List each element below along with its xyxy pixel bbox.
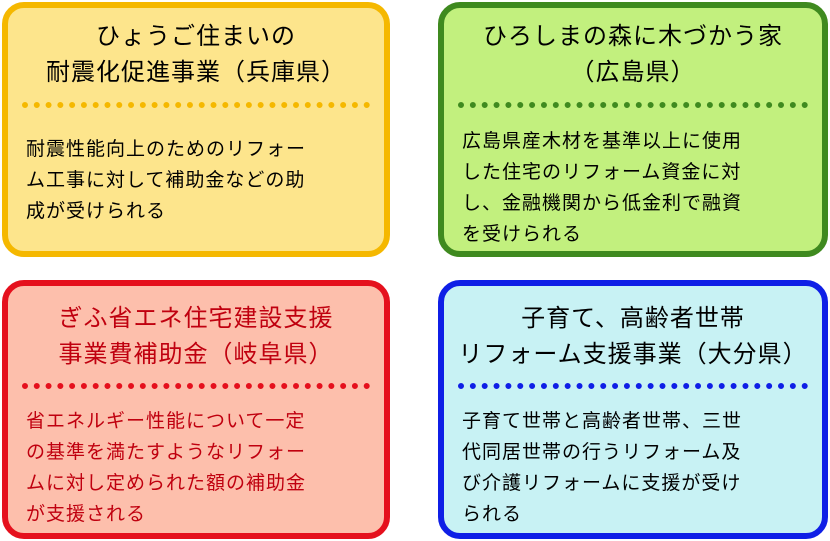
gifu-program-card: ぎふ省エネ住宅建設支援 事業費補助金（岐阜県） 省エネルギー性能について一定 の… bbox=[2, 280, 390, 539]
dotted-divider bbox=[458, 383, 808, 389]
card-description: 省エネルギー性能について一定 の基準を満たすようなリフォー ムに対し定められた額… bbox=[26, 410, 307, 525]
dotted-divider bbox=[22, 102, 370, 108]
dotted-divider bbox=[458, 102, 808, 108]
card-title: ひょうご住まいの 耐震化促進事業（兵庫県） bbox=[46, 22, 346, 86]
dotted-divider bbox=[22, 383, 370, 389]
card-title: 子育て、高齢者世帯 リフォーム支援事業（大分県） bbox=[458, 304, 808, 368]
card-title: ぎふ省エネ住宅建設支援 事業費補助金（岐阜県） bbox=[58, 304, 334, 368]
card-description: 子育て世帯と高齢者世帯、三世 代同居世帯の行うリフォーム及 び介護リフォームに支… bbox=[462, 410, 743, 525]
hiroshima-program-card: ひろしまの森に木づかう家 （広島県） 広島県産木材を基準以上に使用 した住宅のリ… bbox=[438, 2, 828, 257]
card-description: 広島県産木材を基準以上に使用 した住宅のリフォーム資金に対 し、金融機関から低金… bbox=[462, 130, 743, 245]
oita-program-card: 子育て、高齢者世帯 リフォーム支援事業（大分県） 子育て世帯と高齢者世帯、三世 … bbox=[438, 280, 828, 539]
hyogo-program-card: ひょうご住まいの 耐震化促進事業（兵庫県） 耐震性能向上のためのリフォー ム工事… bbox=[2, 2, 390, 257]
card-description: 耐震性能向上のためのリフォー ム工事に対して補助金などの助 成が受けられる bbox=[26, 138, 307, 222]
card-title: ひろしまの森に木づかう家 （広島県） bbox=[483, 22, 783, 86]
